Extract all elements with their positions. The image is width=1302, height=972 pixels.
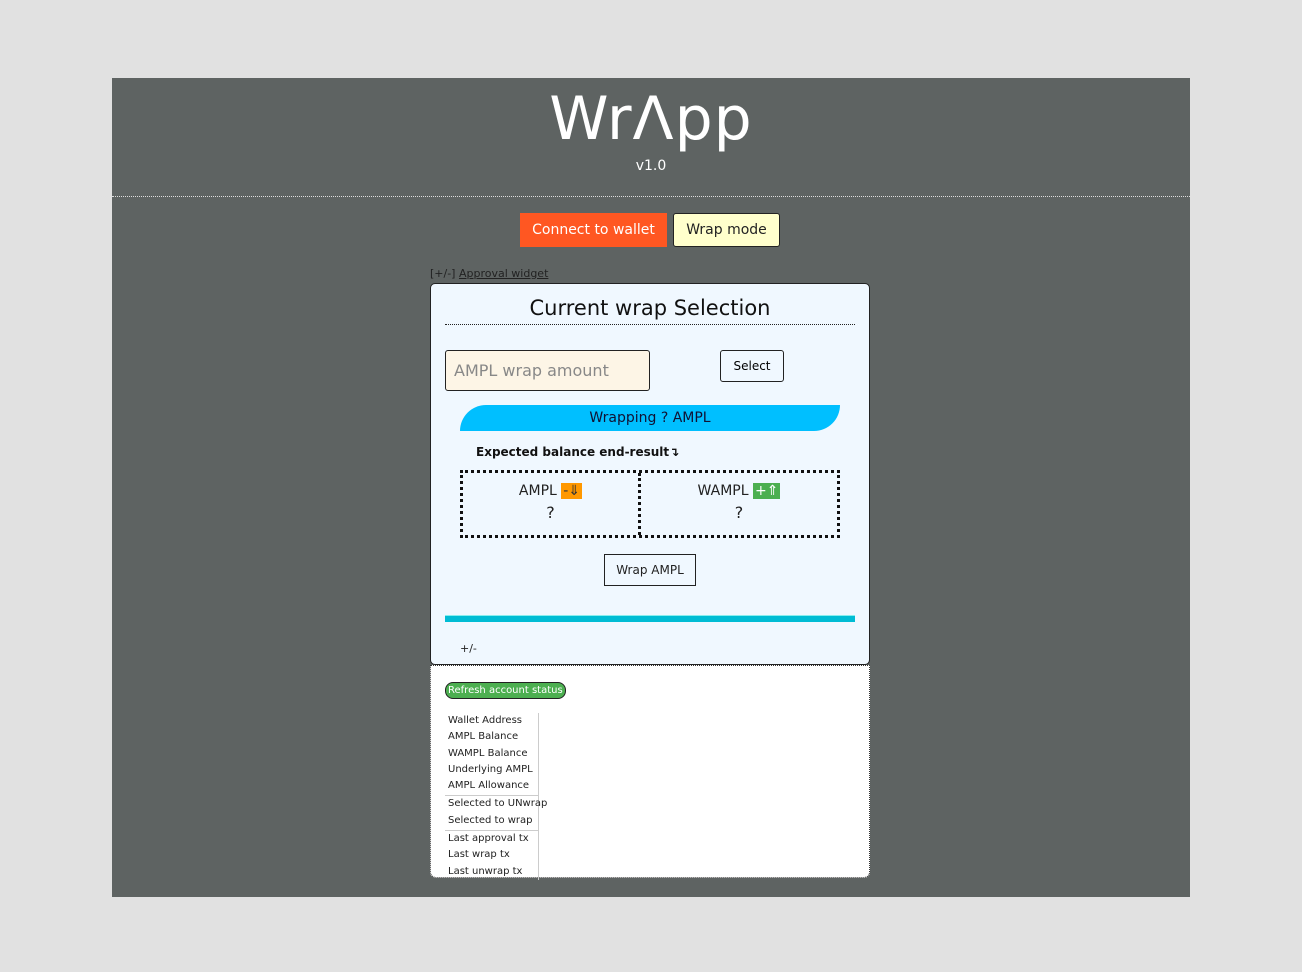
app-panel: WrΛpp v1.0 Connect to wallet Wrap mode [… <box>112 78 1190 897</box>
wrap-mode-button[interactable]: Wrap mode <box>673 213 780 247</box>
status-row-label: AMPL Allowance <box>448 780 530 792</box>
app-version: v1.0 <box>635 158 667 174</box>
refresh-account-status-button[interactable]: Refresh account status <box>445 682 566 699</box>
status-row-label: Last wrap tx <box>448 849 510 861</box>
wrapping-banner: Wrapping ? AMPL <box>460 405 840 431</box>
wrap-selection-card: Current wrap Selection Select Wrapping ?… <box>430 283 870 665</box>
status-row-label: Last unwrap tx <box>448 865 523 877</box>
card-title: Current wrap Selection <box>445 296 855 325</box>
card-toggle[interactable]: +/- <box>460 642 477 655</box>
expected-balance-label: Expected balance end-result↴ <box>476 445 680 459</box>
status-row-label: Selected to UNwrap <box>445 795 547 812</box>
progress-bar <box>445 615 855 622</box>
increase-arrow-icon: +⇑ <box>752 483 781 499</box>
ampl-wrap-amount-input[interactable] <box>445 350 650 391</box>
ampl-value: ? <box>546 503 555 522</box>
wampl-value: ? <box>734 503 744 522</box>
wrap-ampl-button[interactable]: Wrap AMPL <box>604 554 696 586</box>
status-row-label: WAMPL Balance <box>448 747 528 759</box>
ampl-result: AMPL -⇓ ? <box>463 473 641 535</box>
decrease-arrow-icon: -⇓ <box>561 483 583 499</box>
status-row-label: Last approval tx <box>445 830 538 847</box>
status-row-label: Selected to wrap <box>448 814 533 826</box>
expected-balance-box: AMPL -⇓ ? WAMPL +⇑ ? <box>460 470 840 538</box>
header-divider <box>112 196 1190 197</box>
app-title: WrΛpp <box>549 84 753 154</box>
connect-wallet-button[interactable]: Connect to wallet <box>520 213 667 247</box>
approval-widget-link[interactable]: Approval widget <box>458 267 549 280</box>
status-row-label: Underlying AMPL <box>448 763 533 775</box>
status-row-label: Wallet Address <box>448 715 523 726</box>
select-button[interactable]: Select <box>720 350 784 382</box>
status-row-label: AMPL Balance <box>448 731 519 743</box>
ampl-label: AMPL <box>518 483 557 499</box>
wampl-result: WAMPL +⇑ ? <box>641 473 837 535</box>
approval-widget-toggle[interactable]: [+/-] Approval widget <box>430 267 548 280</box>
wampl-label: WAMPL <box>697 483 749 499</box>
approval-toggle-text[interactable]: [+/-] <box>430 267 456 280</box>
